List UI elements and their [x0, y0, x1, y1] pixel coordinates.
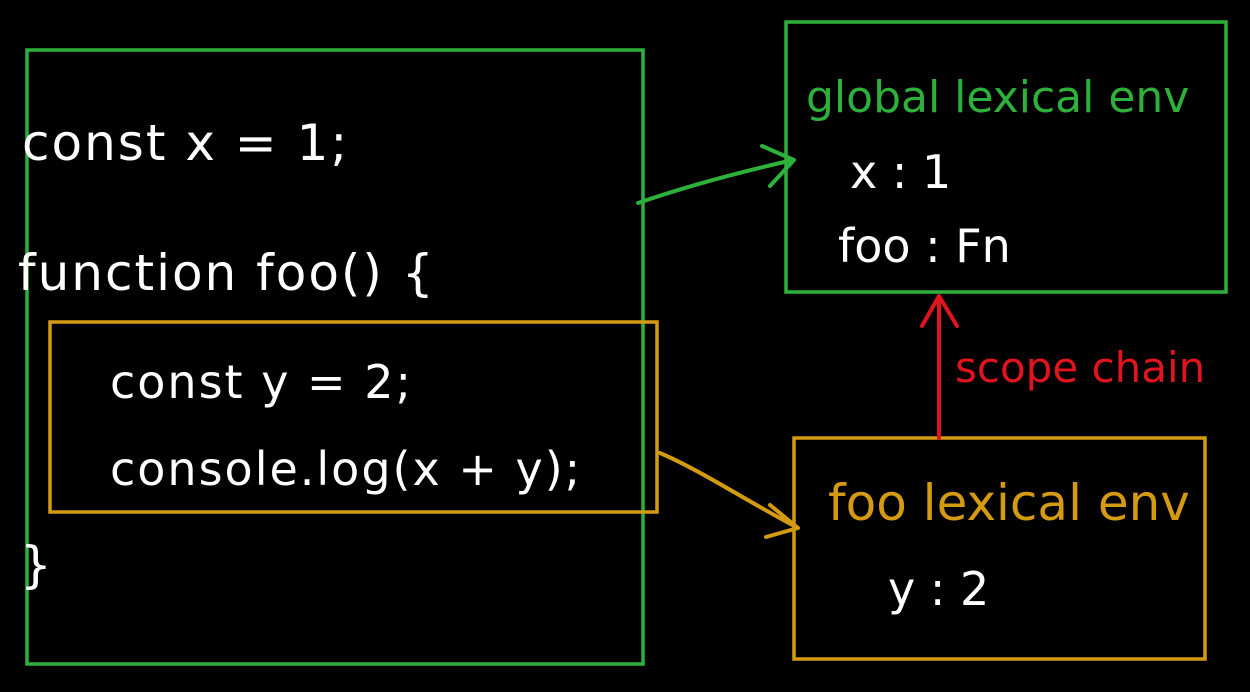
code-line-const-y: const y = 2;	[110, 355, 413, 409]
foo-env-box	[792, 436, 1207, 661]
global-code-box	[25, 48, 645, 666]
code-line-const-x: const x = 1;	[22, 114, 349, 172]
global-env-entry-foo: foo : Fn	[838, 219, 1011, 273]
foo-env-arrow	[658, 451, 800, 530]
scope-chain-arrowhead	[920, 294, 959, 328]
function-body-box	[48, 320, 659, 514]
global-env-title: global lexical env	[806, 72, 1189, 123]
scope-chain-label: scope chain	[955, 343, 1205, 392]
foo-env-arrowhead	[764, 503, 800, 539]
foo-env-entry-y: y : 2	[888, 562, 989, 616]
code-line-function-decl: function foo() {	[18, 244, 436, 302]
code-closing-brace: }	[20, 536, 54, 594]
global-env-arrowhead	[760, 144, 796, 188]
code-line-console-log: console.log(x + y);	[110, 442, 582, 496]
global-env-entry-x: x : 1	[850, 145, 951, 199]
global-env-arrow	[636, 158, 795, 205]
foo-env-title: foo lexical env	[828, 474, 1190, 532]
